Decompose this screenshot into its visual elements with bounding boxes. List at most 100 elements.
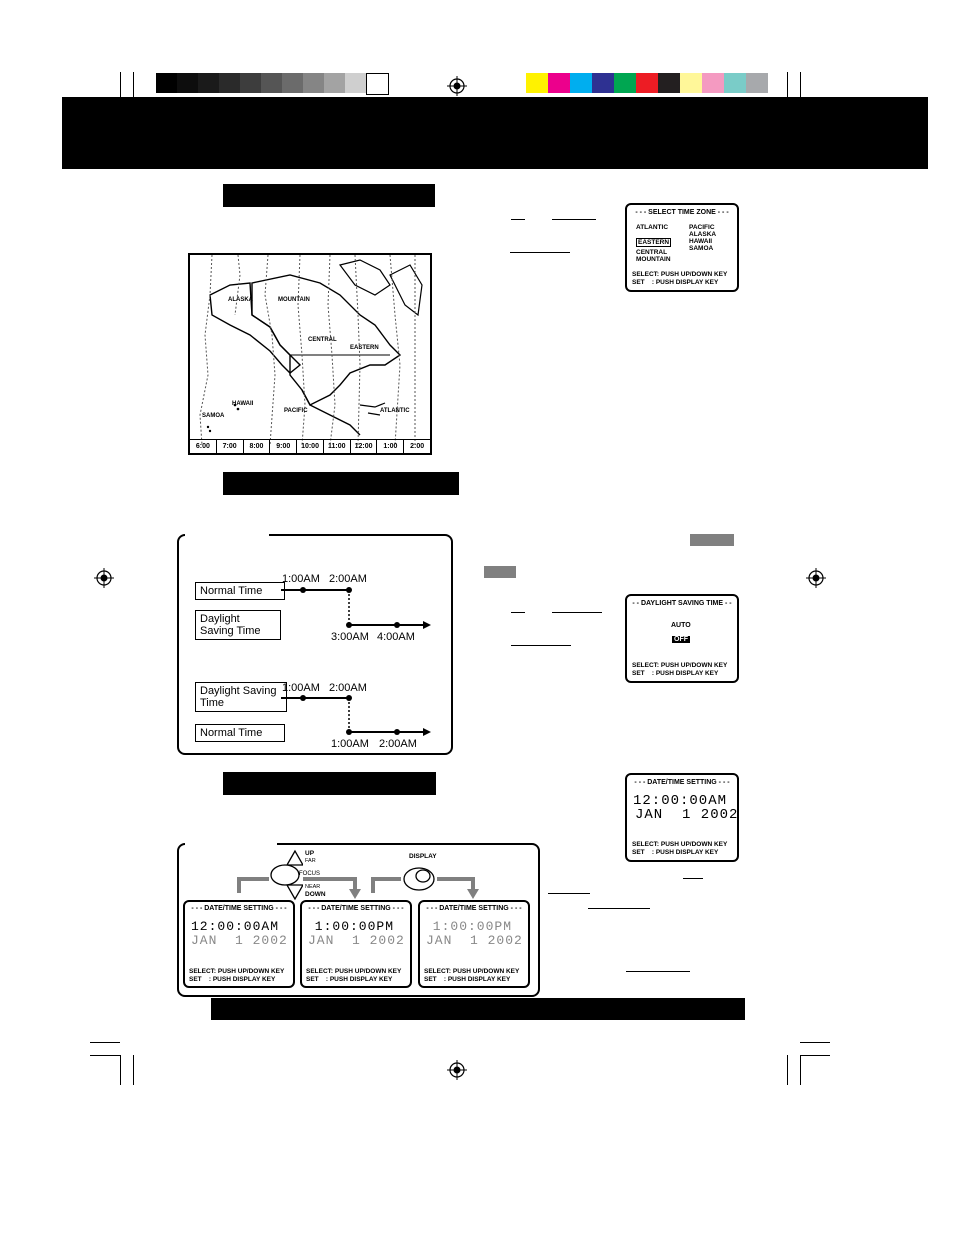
registration-target-top [447,76,467,96]
date-readout: JAN 1 2002 [191,933,288,948]
screen-title: - - - DATE/TIME SETTING - - - [634,779,730,786]
step-screen-1: - - - DATE/TIME SETTING - - - 12:00:00AM… [183,900,295,988]
zone-list-left: ATLANTIC EASTERN CENTRAL MOUNTAIN [636,224,672,263]
option-auto: AUTO [671,622,691,629]
screen-footer-select: SELECT: PUSH UP/DOWN KEY [424,968,520,975]
label-dst-spring: Daylight Saving Time [195,610,281,640]
panel-tab-gap [185,841,277,847]
screen-footer-set: SET : PUSH DISPLAY KEY [632,279,719,286]
time-readout: 12:00:00AM [633,793,728,809]
screen-footer-select: SELECT: PUSH UP/DOWN KEY [632,271,728,278]
key-label-far: FAR [305,858,316,864]
up-down-focus-key-icon [270,849,303,901]
color-swatch [614,73,636,93]
time-readout: 12:00:00AM [191,919,280,934]
underline [511,219,525,220]
time-label: 2:00AM [329,682,367,694]
color-swatch [548,73,570,93]
gray-swatch [303,73,324,93]
screen-footer-set: SET : PUSH DISPLAY KEY [306,976,393,983]
map-label-mountain: MOUNTAIN [278,297,310,303]
key-label-display: DISPLAY [409,853,437,860]
underline [588,908,650,909]
underline [511,645,571,646]
gray-swatch [261,73,282,93]
label-normal-time-spring: Normal Time [195,582,285,600]
zone-pacific: PACIFIC [689,224,715,231]
map-label-hawaii: HAWAII [232,401,254,407]
map-time: 6:00 [190,440,217,453]
map-time: 7:00 [217,440,244,453]
gray-swatch [156,73,177,93]
map-label-alaska: ALASKA [228,297,253,303]
display-key-icon [403,867,435,891]
screen-footer-select: SELECT: PUSH UP/DOWN KEY [306,968,402,975]
map-label-central: CENTRAL [308,337,337,343]
date-time-screen: - - - DATE/TIME SETTING - - - 12:00:00AM… [625,773,739,862]
gray-swatch [198,73,219,93]
zone-alaska: ALASKA [689,231,717,238]
map-label-atlantic: ATLANTIC [380,408,410,414]
zone-mountain: MOUNTAIN [636,256,671,263]
screen-title: - - - DATE/TIME SETTING - - - [308,905,404,912]
time-readout: 1:00:00PM [424,919,513,934]
key-label-near: NEAR [305,884,321,890]
zone-hawaii: HAWAII [689,238,713,245]
screen-title: - - - DATE/TIME SETTING - - - [426,905,522,912]
color-swatch [680,73,702,93]
color-swatch [658,73,680,93]
color-swatch [702,73,724,93]
zone-atlantic: ATLANTIC [636,224,669,231]
gray-swatch [219,73,240,93]
underline [552,219,596,220]
gray-swatch [177,73,198,93]
date-readout: JAN 1 2002 [308,933,405,948]
date-readout: JAN 1 2002 [426,933,523,948]
time-label: 1:00AM [331,738,369,750]
label-dst-fall: Daylight Saving Time [195,682,287,712]
screen-footer-set: SET : PUSH DISPLAY KEY [632,849,719,856]
registration-target-right [806,568,826,588]
gray-key-mark [690,534,734,546]
map-time: 12:00 [351,440,378,453]
screen-footer-set: SET : PUSH DISPLAY KEY [189,976,276,983]
time-label: 2:00AM [329,573,367,585]
date-readout: JAN 1 2002 [635,807,739,823]
footer-band [211,998,745,1020]
daylight-saving-screen: - - DAYLIGHT SAVING TIME - - AUTO OFF SE… [625,594,739,683]
select-time-zone-screen: - - - SELECT TIME ZONE - - - ATLANTIC EA… [625,203,739,292]
dst-timeline-panel: Normal Time Daylight Saving Time 1:00AM … [177,532,453,755]
label-normal-time-fall: Normal Time [195,724,285,742]
section-bar-date-time [223,772,436,795]
step-screen-3: - - - DATE/TIME SETTING - - - 1:00:00PM … [418,900,530,988]
screen-footer-select: SELECT: PUSH UP/DOWN KEY [189,968,285,975]
map-time: 1:00 [377,440,405,453]
gray-swatch [324,73,345,93]
time-label: 3:00AM [331,631,369,643]
timeline-arrows [281,587,431,736]
map-time: 8:00 [244,440,271,453]
color-swatch [724,73,746,93]
color-swatch [526,73,548,93]
gray-key-mark [484,566,516,578]
underline [683,878,703,879]
color-swatch [636,73,658,93]
map-time: 11:00 [324,440,351,453]
page-header-band [62,97,928,169]
map-time: 9:00 [270,440,298,453]
map-time: 10:00 [297,440,324,453]
time-label: 1:00AM [282,682,320,694]
screen-footer-set: SET : PUSH DISPLAY KEY [632,670,719,677]
gray-swatch [282,73,303,93]
gray-swatch [345,73,366,93]
gray-swatch [366,73,389,95]
time-readout: 1:00:00PM [306,919,395,934]
map-label-pacific: PACIFIC [284,408,308,414]
time-label: 1:00AM [282,573,320,585]
section-bar-daylight-saving [223,472,459,495]
time-label: 4:00AM [377,631,415,643]
map-label-samoa: SAMOA [202,413,225,419]
zone-central: CENTRAL [636,249,668,256]
underline [510,252,570,253]
gray-swatch [240,73,261,93]
